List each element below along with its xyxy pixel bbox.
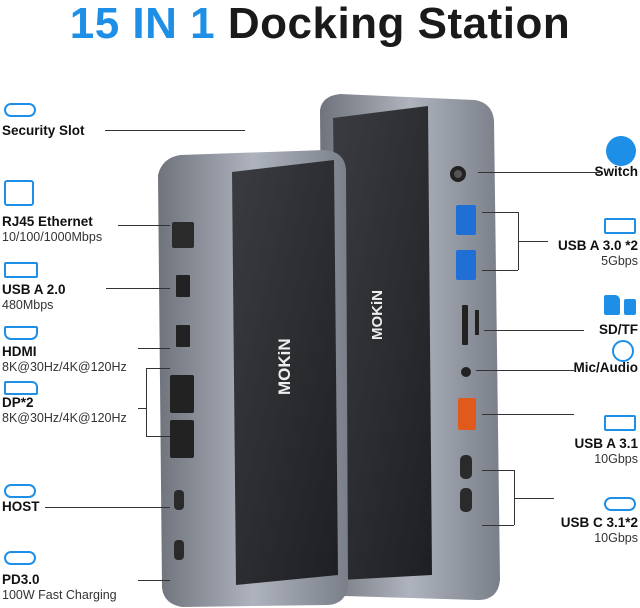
power-switch-icon — [606, 136, 636, 166]
back-unit: MOKiN — [320, 94, 500, 600]
usb-c-icon — [4, 484, 36, 498]
leader-line — [518, 241, 548, 242]
usb-a-icon — [604, 415, 636, 431]
label-mic-audio: Mic/Audio — [573, 360, 639, 375]
leader-line — [138, 408, 146, 409]
usb-c-icon — [604, 497, 636, 511]
leader-line — [482, 212, 518, 213]
leader-line — [106, 288, 170, 289]
title-main: Docking Station — [227, 0, 571, 48]
leader-line — [146, 368, 170, 369]
label-switch: Switch — [594, 164, 638, 179]
brand-logo-front: MOKiN — [275, 338, 294, 395]
displayport-icon — [4, 381, 38, 395]
leader-line — [138, 580, 170, 581]
leader-line — [146, 436, 170, 437]
leader-line — [45, 507, 170, 508]
label-sd-tf: SD/TF — [599, 322, 638, 337]
leader-line — [514, 498, 554, 499]
leader-line — [482, 270, 518, 271]
leader-line — [484, 330, 584, 331]
leader-line — [482, 525, 514, 526]
label-security-slot: Security Slot — [2, 123, 85, 138]
leader-line — [118, 225, 170, 226]
leader-line — [105, 130, 245, 131]
usb-c-icon — [4, 551, 36, 565]
ethernet-icon — [4, 180, 34, 206]
usb-a-icon — [4, 262, 38, 278]
leader-line — [482, 470, 514, 471]
hdmi-icon — [4, 326, 38, 340]
leader-line — [514, 470, 515, 525]
leader-line — [478, 172, 600, 173]
title-accent: 15 IN 1 — [69, 0, 216, 48]
sd-card-icon — [604, 295, 620, 315]
usb-a-icon — [604, 218, 636, 234]
audio-jack-icon — [612, 340, 634, 362]
leader-line — [138, 348, 170, 349]
microsd-card-icon — [624, 299, 636, 315]
page-title: 15 IN 1 Docking Station — [0, 0, 640, 48]
label-host: HOST — [2, 499, 40, 514]
front-unit: MOKiN — [158, 150, 348, 607]
usb-c-icon — [4, 103, 36, 117]
leader-line — [482, 414, 574, 415]
leader-line — [476, 370, 574, 371]
brand-logo-back: MOKiN — [369, 290, 386, 340]
leader-line — [146, 368, 147, 436]
